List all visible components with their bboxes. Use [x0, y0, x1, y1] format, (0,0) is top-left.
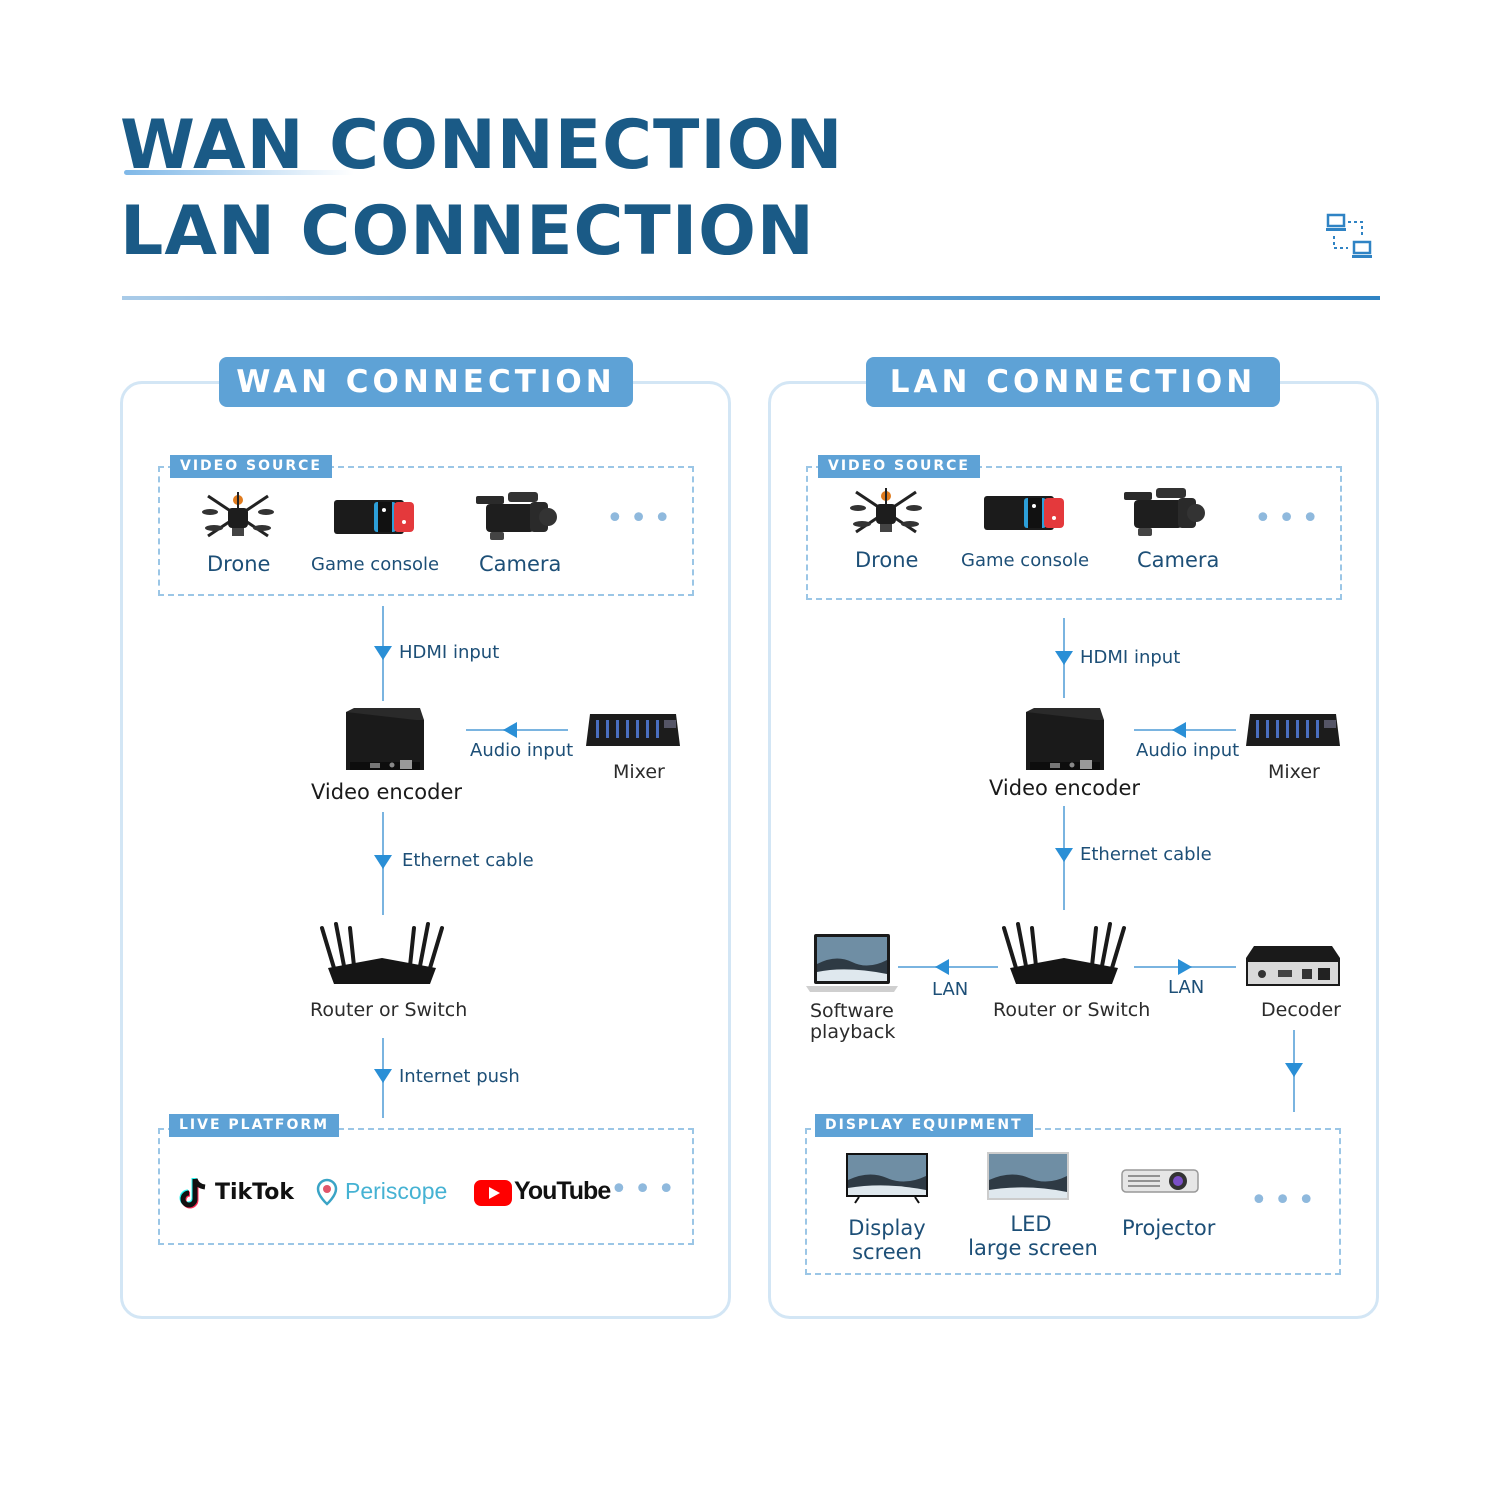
wan-source-game-console-label: Game console	[311, 554, 440, 575]
projector-icon	[1121, 1169, 1199, 1193]
periscope-icon	[316, 1178, 338, 1206]
camera-icon	[476, 492, 557, 540]
lan-led-line1: LED	[1010, 1212, 1052, 1236]
wan-panel-title: WAN CONNECTION	[219, 357, 633, 407]
wan-mixer-label: Mixer	[613, 761, 665, 783]
wan-source-camera-label: Camera	[479, 552, 562, 576]
game-console-icon	[984, 496, 1064, 530]
lan-ethernet-label: Ethernet cable	[1080, 844, 1212, 865]
wan-source-drone-label: Drone	[207, 552, 271, 576]
wan-ethernet-arrow	[374, 855, 392, 869]
video-encoder-icon	[1026, 708, 1104, 770]
lan-right-label: LAN	[1168, 977, 1205, 998]
mixer-icon	[586, 714, 680, 746]
wan-audio-arrow	[503, 722, 517, 738]
mixer-icon	[1246, 714, 1340, 746]
lan-display-line2: screen	[852, 1240, 922, 1264]
lan-more-sources: •••	[1254, 501, 1326, 536]
display-screen-icon	[846, 1153, 928, 1204]
video-encoder-icon	[346, 708, 424, 770]
lan-right-arrow	[1178, 959, 1192, 975]
lan-hdmi-label: HDMI input	[1080, 647, 1181, 668]
lan-led-line2: large screen	[968, 1236, 1098, 1260]
lan-software-playback-line1: Software	[810, 1000, 894, 1022]
lan-display-tag: DISPLAY EQUIPMENT	[815, 1114, 1033, 1137]
lan-display-line1: Display	[848, 1216, 926, 1240]
router-icon	[320, 922, 444, 984]
lan-video-source-tag: VIDEO SOURCE	[818, 455, 980, 478]
wan-audio-label: Audio input	[470, 740, 574, 761]
lan-audio-arrow	[1172, 722, 1186, 738]
lan-more-display: •••	[1250, 1183, 1322, 1218]
hero-title-wan: WAN CONNECTION	[120, 106, 844, 185]
lan-panel-title: LAN CONNECTION	[866, 357, 1280, 407]
network-icon	[1326, 213, 1372, 258]
lan-projector-label: Projector	[1122, 1216, 1216, 1240]
lan-audio-label: Audio input	[1136, 740, 1240, 761]
wan-platform-tiktok: TikTok	[215, 1180, 295, 1205]
youtube-icon	[474, 1180, 512, 1206]
drone-icon	[202, 492, 274, 538]
wan-ethernet-label: Ethernet cable	[402, 850, 534, 871]
hero-title-lan: LAN CONNECTION	[120, 192, 815, 271]
wan-platform-youtube: YouTube	[514, 1177, 611, 1205]
lan-left-label: LAN	[932, 979, 969, 1000]
lan-source-drone-label: Drone	[855, 548, 919, 572]
wan-audio-line	[466, 729, 568, 731]
title-streak	[124, 170, 354, 175]
lan-display-box	[805, 1128, 1341, 1275]
drone-icon	[850, 488, 922, 534]
wan-live-platform-box	[158, 1128, 694, 1245]
wan-router-label: Router or Switch	[310, 999, 468, 1021]
wan-panel	[120, 381, 731, 1319]
wan-video-source-tag: VIDEO SOURCE	[170, 455, 332, 478]
wan-platform-periscope: Periscope	[345, 1178, 448, 1204]
lan-encoder-label: Video encoder	[989, 776, 1141, 800]
lan-display-arrow	[1285, 1063, 1303, 1077]
wan-live-platform-tag: LIVE PLATFORM	[169, 1114, 340, 1137]
wan-video-source-box	[158, 466, 694, 596]
lan-left-arrow	[935, 959, 949, 975]
wan-hdmi-arrow	[374, 646, 392, 660]
lan-mixer-label: Mixer	[1268, 761, 1320, 783]
lan-software-playback-line2: playback	[810, 1021, 896, 1043]
lan-ethernet-arrow	[1055, 848, 1073, 862]
lan-video-source-box	[806, 466, 1342, 600]
hero-underline	[122, 296, 1380, 300]
lan-source-game-console-label: Game console	[961, 550, 1090, 571]
wan-encoder-label: Video encoder	[311, 780, 463, 804]
wan-hdmi-label: HDMI input	[399, 642, 500, 663]
wan-push-arrow	[374, 1069, 392, 1083]
decoder-icon	[1246, 946, 1340, 986]
camera-icon	[1124, 488, 1205, 536]
lan-source-camera-label: Camera	[1137, 548, 1220, 572]
wan-push-label: Internet push	[399, 1066, 520, 1087]
wan-more-platforms: •••	[610, 1172, 682, 1207]
lan-hdmi-arrow	[1055, 651, 1073, 665]
led-large-screen-icon	[987, 1152, 1069, 1200]
wan-more-sources: •••	[606, 501, 678, 536]
lan-router-label: Router or Switch	[993, 999, 1151, 1021]
lan-decoder-label: Decoder	[1261, 999, 1341, 1021]
router-icon	[1002, 922, 1126, 984]
tiktok-icon	[179, 1178, 206, 1209]
game-console-icon	[334, 500, 414, 534]
laptop-icon	[806, 934, 898, 992]
